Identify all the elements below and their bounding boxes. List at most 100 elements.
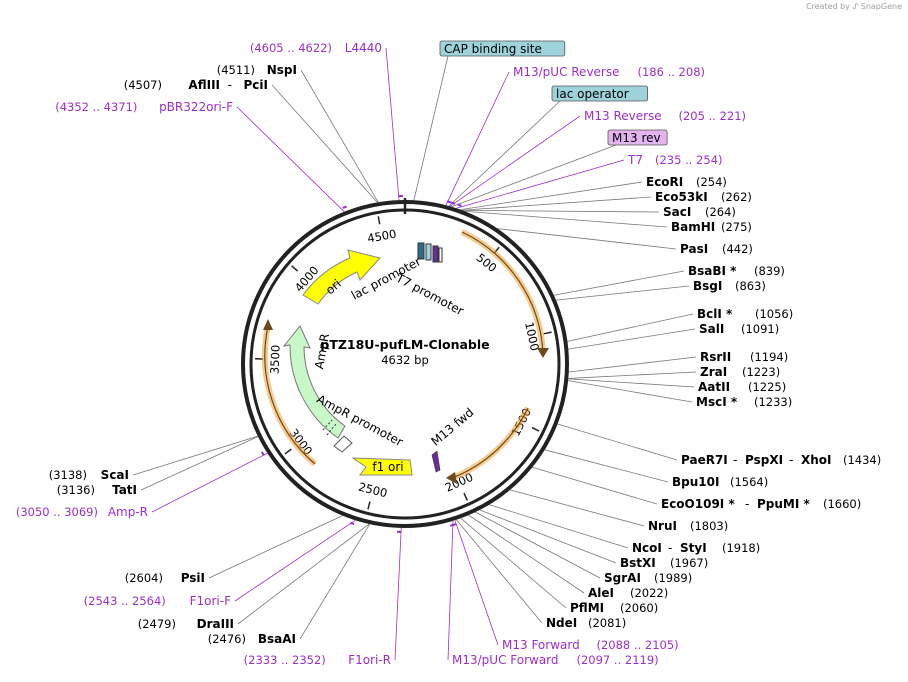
left-label-6: Amp-R(3050 .. 3069) [16, 505, 148, 519]
enzyme-name: Bpu10I [672, 475, 719, 489]
primer-name: M13 Reverse [584, 109, 662, 123]
site-markers [260, 195, 462, 533]
leader-line [451, 144, 617, 208]
enzyme-name: NspI [267, 63, 297, 77]
tick-mark [531, 426, 540, 432]
left-label-5: TatI(3136) [57, 483, 137, 497]
enzyme-position: (1434) [843, 453, 881, 467]
enzyme-name: BsaBI * [688, 264, 737, 278]
orf-arc-2-head [446, 472, 457, 484]
enzyme-position: (1989) [654, 571, 692, 585]
enzyme-name: BsaAI [258, 632, 296, 646]
primer-name: M13/pUC Forward [452, 653, 559, 667]
promoter-block-3 [432, 245, 439, 263]
tick-mark [367, 501, 371, 510]
right-label-5: T7(235 .. 254) [627, 153, 723, 167]
credit-prefix: Created by [805, 2, 850, 11]
leader-line [385, 47, 400, 201]
enzyme-position: (1564) [730, 475, 768, 489]
right-label-15: RsrII (1194) [700, 350, 788, 364]
left-label-2: PciI-AflIII(4507) [124, 78, 268, 92]
leader-line [208, 515, 343, 579]
enzyme-name: ScaI [101, 468, 129, 482]
enzyme-name: BamHI [671, 220, 715, 234]
enzyme-position: (1225) [748, 380, 786, 394]
tick-label: 3500 [268, 345, 283, 375]
right-label-20: Bpu10I (1564) [672, 475, 768, 489]
leader-line [454, 520, 499, 646]
enzyme-position: (275) [721, 220, 752, 234]
right-label-23: NcoI-StyI(1918) [632, 541, 760, 555]
leader-line [460, 517, 567, 609]
left-label-9: DraIII(2479) [138, 617, 234, 631]
f1-ori-arrow [351, 457, 413, 476]
tick-mark [463, 492, 469, 501]
primer-position: (186 .. 208) [638, 65, 706, 79]
enzyme-name: MscI * [696, 395, 738, 409]
leader-line [568, 328, 696, 350]
enzyme-name: PsiI [181, 571, 205, 585]
enzyme-position: (4507) [124, 78, 162, 92]
right-label-29: M13 Forward(2088 .. 2105) [502, 638, 679, 652]
credit-brand: SnapGene [860, 2, 902, 11]
leader-line [394, 527, 402, 661]
orf-arcs [261, 229, 549, 484]
label-separator: - [733, 453, 737, 467]
leader-line [151, 452, 268, 513]
leader-line [557, 423, 678, 461]
label-separator: - [745, 497, 749, 511]
enzyme-name: ZraI [700, 365, 727, 379]
leader-line [445, 71, 510, 206]
enzyme-position: (4511) [217, 63, 255, 77]
enzyme-name: RsrII [700, 350, 731, 364]
left-label-10: BsaAI(2476) [208, 632, 296, 646]
orf-arc-3-head [263, 319, 273, 330]
enzyme-name: PasI [680, 242, 708, 256]
leader-line [479, 509, 617, 564]
right-label-17: AatII(1225) [698, 380, 786, 394]
enzyme-name: AleI [588, 586, 614, 600]
label-box [551, 85, 648, 102]
leader-line [497, 228, 677, 250]
leader-line [456, 519, 543, 624]
primer-position: (4352 .. 4371) [55, 100, 137, 114]
promoter-block-4 [438, 247, 443, 263]
enzyme-name: BsgI [693, 279, 722, 293]
orf-arc-1-core [461, 231, 544, 353]
enzyme-name: Eco53kI [655, 190, 708, 204]
left-label-0: L4440(4605 .. 4622) [250, 41, 382, 55]
primer-name: F1ori-F [190, 594, 231, 608]
enzyme-position: (3136) [57, 483, 95, 497]
primer-site-mark [446, 200, 452, 204]
left-label-11: F1ori-R(2333 .. 2352) [244, 653, 391, 667]
enzyme-name: NcoI [632, 541, 662, 555]
enzyme-position: (1918) [722, 541, 760, 555]
right-label-28: NdeI(2081) [546, 616, 626, 630]
orf-arc-3-core [264, 325, 316, 465]
enzyme-position: (264) [705, 205, 736, 219]
tick-label: 2500 [357, 480, 389, 501]
right-label-6: EcoRI(254) [646, 175, 727, 189]
enzyme-name: AflIII [188, 78, 220, 92]
orf-arc-2-core [451, 407, 529, 479]
right-label-9: BamHI (275) [671, 220, 752, 234]
leader-line [271, 84, 378, 203]
tick-mark [284, 448, 292, 455]
enzyme-name: SalI [699, 322, 724, 336]
right-label-12: BsgI(863) [693, 279, 766, 293]
enzyme-name: NdeI [546, 616, 577, 630]
enzyme-position: (1194) [750, 350, 788, 364]
right-label-4: M13 rev [607, 129, 668, 146]
left-label-8: F1ori-F(2543 .. 2564) [84, 594, 231, 608]
label-separator: - [789, 453, 793, 467]
m13-fwd-label: M13 fwd [428, 405, 476, 448]
ampr-promoter-arrow [333, 435, 353, 453]
enzyme-name-3: XhoI [801, 453, 832, 467]
tick-mark [377, 216, 381, 225]
leader-line [448, 100, 561, 207]
primer-position: (2333 .. 2352) [244, 653, 326, 667]
primer-name: L4440 [345, 41, 382, 55]
leader-line [544, 449, 669, 483]
